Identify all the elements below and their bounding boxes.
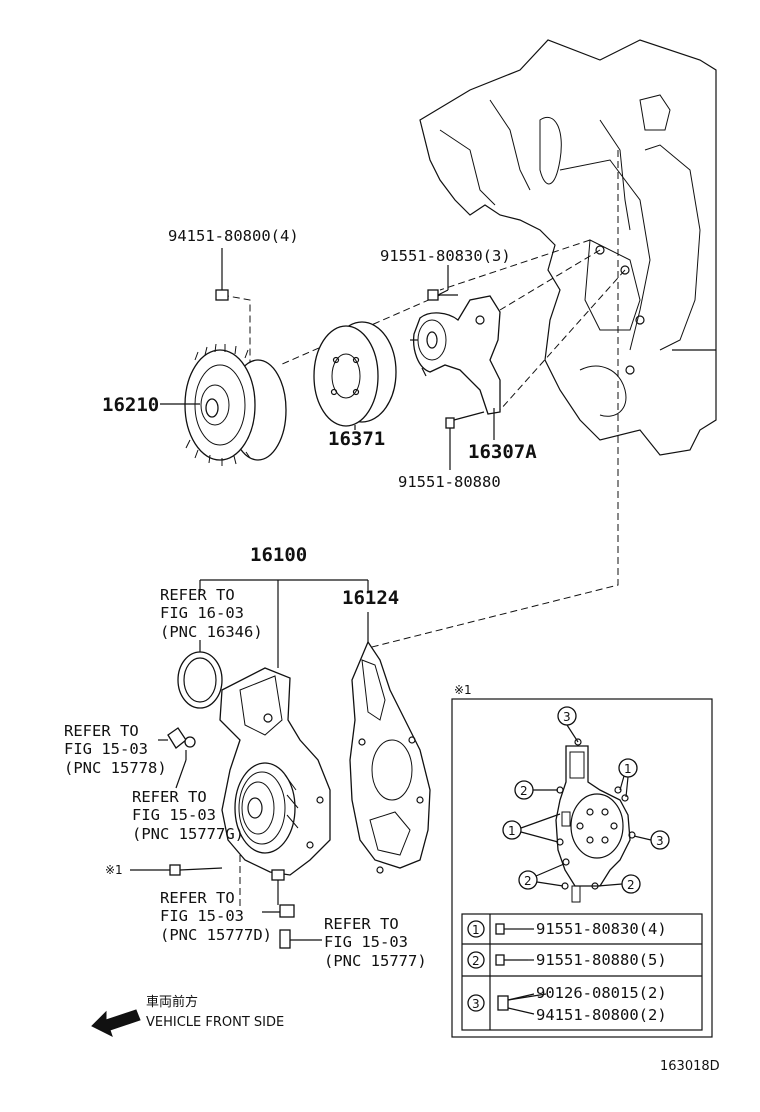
svg-text:REFER TO: REFER TO [324,915,399,933]
svg-text:REFER TO: REFER TO [64,722,139,740]
svg-text:3: 3 [563,710,571,724]
label-bracket-bolt-upper: 91551-80830(3) [380,247,511,265]
legend-row-1-part: 91551-80830(4) [536,920,667,938]
label-gasket: 16124 [342,587,399,609]
diagram-id: 163018D [660,1059,720,1074]
vehicle-front-indicator: 車両前方 VEHICLE FRONT SIDE [91,994,284,1037]
svg-text:(PNC 15778): (PNC 15778) [64,759,167,777]
water-pump-drawing [199,579,369,876]
alignment-lines [221,150,626,910]
svg-text:(PNC 15777): (PNC 15777) [324,952,427,970]
label-bracket-bolt-lower: 91551-80880 [398,473,501,491]
direction-jp: 車両前方 [146,994,198,1010]
bracket-bolts-drawing [427,265,485,470]
legend-row-2-part: 91551-80880(5) [536,951,667,969]
legend-row-3-part-b: 94151-80800(2) [536,1006,667,1024]
hose-fittings-drawing [158,727,295,949]
inset-pump-drawing [555,738,636,903]
pulley-drawing [313,321,397,430]
fan-nut-drawing [215,248,229,301]
svg-text:(PNC 16346): (PNC 16346) [160,623,263,641]
inset-legend-table: 1 91551-80830(4) 2 91551-80880(5) 3 9012… [461,913,703,1031]
svg-text:2: 2 [627,878,635,892]
svg-text:2: 2 [520,784,528,798]
ref-bolt-drawing [130,864,223,876]
svg-text:REFER TO: REFER TO [160,889,235,907]
label-pulley: 16371 [328,428,385,450]
legend-row-3-part-a: 90126-08015(2) [536,984,667,1002]
svg-text:FIG 15-03: FIG 15-03 [64,740,148,758]
direction-en: VEHICLE FRONT SIDE [146,1015,284,1030]
o-ring-drawing [177,640,223,709]
inset-panel: ※1 3 [451,683,713,1038]
fan-clutch-drawing [160,343,287,466]
svg-text:REFER TO: REFER TO [160,586,235,604]
svg-text:FIG 15-03: FIG 15-03 [324,933,408,951]
label-fan-nut: 94151-80800(4) [168,227,299,245]
engine-block-outline [419,39,717,456]
svg-text:FIG 16-03: FIG 16-03 [160,604,244,622]
svg-text:(PNC 15777G): (PNC 15777G) [132,825,244,843]
svg-text:2: 2 [524,874,532,888]
refer-note-15778: REFER TO FIG 15-03 (PNC 15778) [64,722,167,777]
refer-note-15777d: REFER TO FIG 15-03 (PNC 15777D) [160,889,272,944]
inset-mark: ※1 [454,683,472,697]
refer-note-15777: REFER TO FIG 15-03 (PNC 15777) [290,915,427,970]
svg-text:3: 3 [656,834,664,848]
inset-callouts: 3 1 2 1 3 2 2 [502,706,670,894]
label-bracket: 16307A [468,441,537,463]
svg-text:2: 2 [472,954,480,968]
svg-text:1: 1 [624,762,632,776]
svg-text:(PNC 15777D): (PNC 15777D) [160,926,272,944]
svg-text:1: 1 [508,824,516,838]
svg-text:FIG 15-03: FIG 15-03 [160,907,244,925]
svg-text:REFER TO: REFER TO [132,788,207,806]
label-water-pump: 16100 [250,544,307,566]
svg-text:1: 1 [472,923,480,937]
refer-note-15777g: REFER TO FIG 15-03 (PNC 15777G) [132,759,244,843]
svg-text:FIG 15-03: FIG 15-03 [132,806,216,824]
gasket-drawing [349,612,431,874]
bracket-drawing [410,295,501,440]
svg-text:3: 3 [472,997,480,1011]
refer-note-16346: REFER TO FIG 16-03 (PNC 16346) [160,586,263,641]
ref-mark: ※1 [105,863,123,877]
label-fan-clutch: 16210 [102,394,159,416]
